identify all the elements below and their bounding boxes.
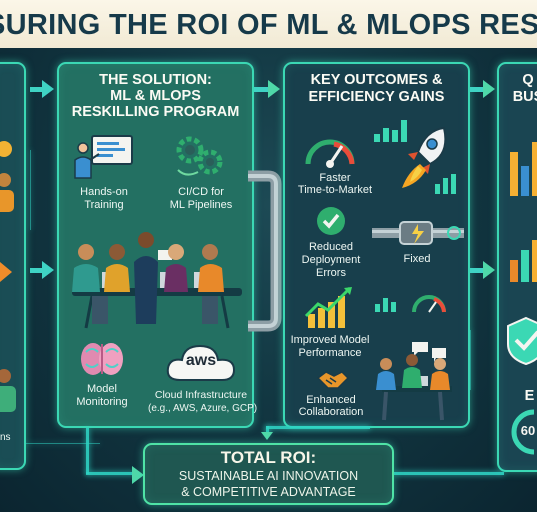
cloud-icon: [166, 344, 236, 381]
growth-chart-icon: [304, 286, 352, 328]
flow-arrow: [483, 80, 495, 98]
outcome-faster-line1: Faster: [319, 172, 351, 184]
item-hands-on-line2: Training: [84, 199, 124, 211]
total-roi-box: [143, 443, 394, 505]
item-cicd-line1: CI/CD for: [178, 186, 224, 198]
percentage-gauge-icon: [511, 409, 535, 455]
solution-title-line2: ML & MLOPS: [110, 88, 201, 104]
item-cloud-line2: (e.g., AWS, Azure, GCP): [148, 403, 258, 414]
person-icon: [0, 369, 16, 412]
left-panel-fragment: ns: [0, 432, 11, 443]
page-title: SURING THE ROI OF ML & MLOPS RESKILLI: [0, 0, 537, 48]
connector-line: [394, 472, 504, 475]
aws-logo: aws: [185, 352, 217, 369]
outcome-reduced-line2: Deployment: [301, 254, 361, 266]
bar-chart-icon: [375, 298, 396, 312]
roi-title: TOTAL ROI:: [220, 448, 317, 467]
solution-title-line3: RESKILLING PROGRAM: [71, 104, 240, 120]
flow-arrow: [268, 80, 280, 98]
item-hands-on-line1: Hands-on: [80, 186, 128, 198]
team-meeting-illustration: [72, 232, 242, 329]
flow-arrow: [42, 80, 54, 98]
pipe-fixed-icon: [372, 221, 464, 245]
item-monitoring-line2: Monitoring: [76, 396, 128, 408]
pipe-connector: [248, 170, 282, 332]
collaboration-illustration: [376, 342, 452, 421]
outcome-collab-line2: Collaboration: [298, 406, 364, 418]
bar-chart-icon: [435, 174, 456, 194]
outcome-improved-line2: Performance: [298, 347, 362, 359]
lightbulb-icon: [0, 141, 12, 157]
circuit-line: [30, 150, 31, 230]
check-circle-icon: [317, 207, 345, 235]
connector-line: [86, 472, 136, 475]
flow-arrow: [483, 261, 495, 279]
right-title-line1: Q: [522, 72, 534, 88]
right-gauge-value: 60: [520, 423, 536, 438]
outcome-reduced-line3: Errors: [316, 267, 346, 279]
gear-cycle-icon: [176, 136, 223, 176]
outcome-fixed: Fixed: [403, 253, 431, 265]
rocket-icon: [402, 126, 447, 188]
outcome-faster-line2: Time-to-Market: [297, 184, 373, 196]
outcome-collab-line1: Enhanced: [306, 394, 356, 406]
solution-title-line1: THE SOLUTION:: [99, 72, 212, 88]
speedometer-icon: [305, 139, 355, 168]
flow-arrow-shaft: [254, 87, 270, 92]
roi-line2: & COMPETITIVE ADVANTAGE: [181, 485, 356, 499]
bar-chart-icon: [510, 240, 537, 282]
bar-chart-icon: [510, 142, 537, 196]
flow-arrow-shaft: [470, 268, 484, 273]
circuit-line: [470, 330, 471, 390]
circuit-line: [0, 443, 100, 444]
outcome-reduced-line1: Reduced: [308, 241, 354, 253]
person-icon: [0, 173, 14, 212]
connector-line: [86, 428, 89, 474]
shield-check-icon: [507, 316, 537, 366]
handshake-icon: [316, 371, 350, 389]
flow-arrow: [42, 261, 54, 279]
outcomes-title-line2: EFFICIENCY GAINS: [308, 89, 445, 105]
connector-line: [266, 426, 269, 436]
roi-line1: SUSTAINABLE AI INNOVATION: [178, 469, 359, 483]
flow-arrow: [132, 466, 144, 484]
brain-icon: [81, 343, 123, 375]
connector-line: [266, 426, 370, 429]
item-monitoring-line1: Model: [87, 383, 117, 395]
flow-arrow-shaft: [30, 87, 44, 92]
right-title-line2: BUS: [512, 89, 537, 105]
item-cicd-line2: ML Pipelines: [169, 199, 233, 211]
right-panel: [497, 62, 537, 472]
flow-arrow-shaft: [30, 268, 44, 273]
flow-arrow-down: [261, 432, 273, 440]
outcomes-title-line1: KEY OUTCOMES &: [310, 72, 443, 88]
gauge-icon: [412, 295, 446, 313]
outcomes-panel: [283, 62, 470, 428]
right-fragment-e: E: [524, 388, 535, 404]
arrow-icon: [0, 262, 12, 282]
outcome-improved-line1: Improved Model: [290, 334, 370, 346]
flow-arrow-shaft: [470, 87, 484, 92]
presenter-icon: [74, 135, 133, 179]
item-cloud-line1: Cloud Infrastructure: [154, 389, 248, 401]
bar-chart-icon: [374, 120, 407, 142]
